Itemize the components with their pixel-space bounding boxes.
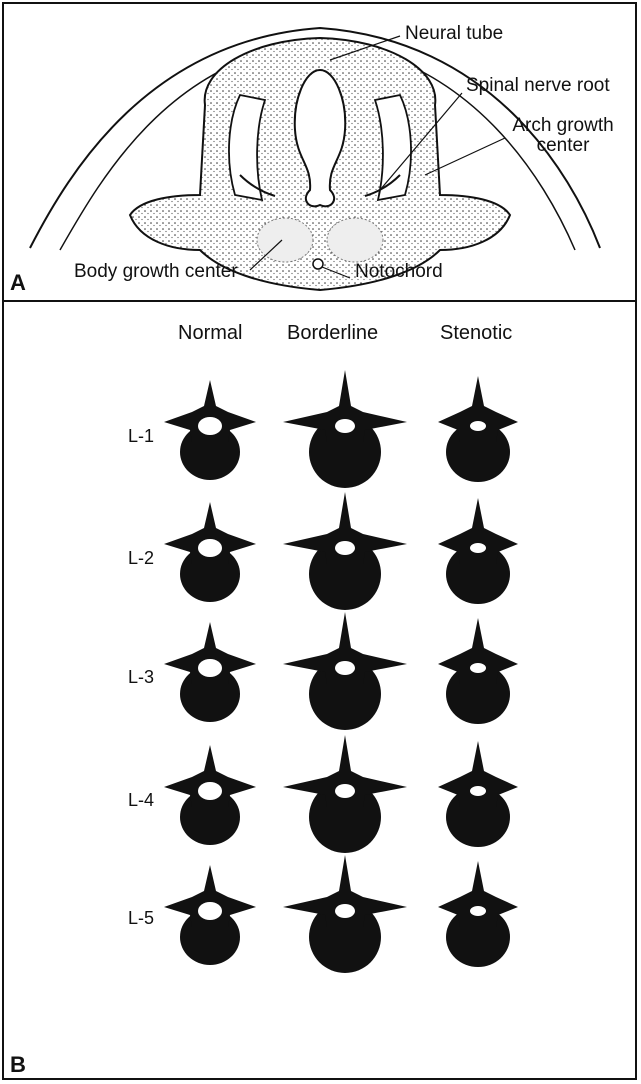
vertebra-L-3-borderline xyxy=(283,612,407,730)
vertebra-L-5-stenotic xyxy=(438,861,518,967)
label-spinal-nerve-root: Spinal nerve root xyxy=(466,76,610,96)
vertebra-L-3-stenotic xyxy=(438,618,518,724)
vertebra-L-4-stenotic xyxy=(438,741,518,847)
panel-letter-b: B xyxy=(10,1052,26,1078)
level-label-l1: L-1 xyxy=(128,426,154,447)
vertebra-L-2-borderline xyxy=(283,492,407,610)
vertebra-L-2-normal xyxy=(164,502,256,602)
panel-letter-a: A xyxy=(10,270,26,296)
level-label-l5: L-5 xyxy=(128,908,154,929)
label-body-growth-center: Body growth center xyxy=(74,262,238,282)
label-neural-tube: Neural tube xyxy=(405,24,503,44)
body-growth-center-right xyxy=(327,218,383,262)
vertebra-L-4-normal xyxy=(164,745,256,845)
vertebra-L-3-normal xyxy=(164,622,256,722)
level-label-l2: L-2 xyxy=(128,548,154,569)
vertebra-L-5-borderline xyxy=(283,855,407,973)
vertebra-silhouettes xyxy=(164,370,518,973)
vertebra-L-1-stenotic xyxy=(438,376,518,482)
vertebra-L-5-normal xyxy=(164,865,256,965)
level-label-l4: L-4 xyxy=(128,790,154,811)
column-header-stenotic: Stenotic xyxy=(440,322,512,345)
vertebra-L-1-borderline xyxy=(283,370,407,488)
vertebra-L-4-borderline xyxy=(283,735,407,853)
level-label-l3: L-3 xyxy=(128,667,154,688)
label-notochord: Notochord xyxy=(355,262,443,282)
column-header-borderline: Borderline xyxy=(287,322,378,345)
vertebra-L-1-normal xyxy=(164,380,256,480)
column-header-normal: Normal xyxy=(178,322,242,345)
notochord xyxy=(313,259,323,269)
vertebra-L-2-stenotic xyxy=(438,498,518,604)
label-arch-growth-center: Arch growth center xyxy=(508,116,618,156)
